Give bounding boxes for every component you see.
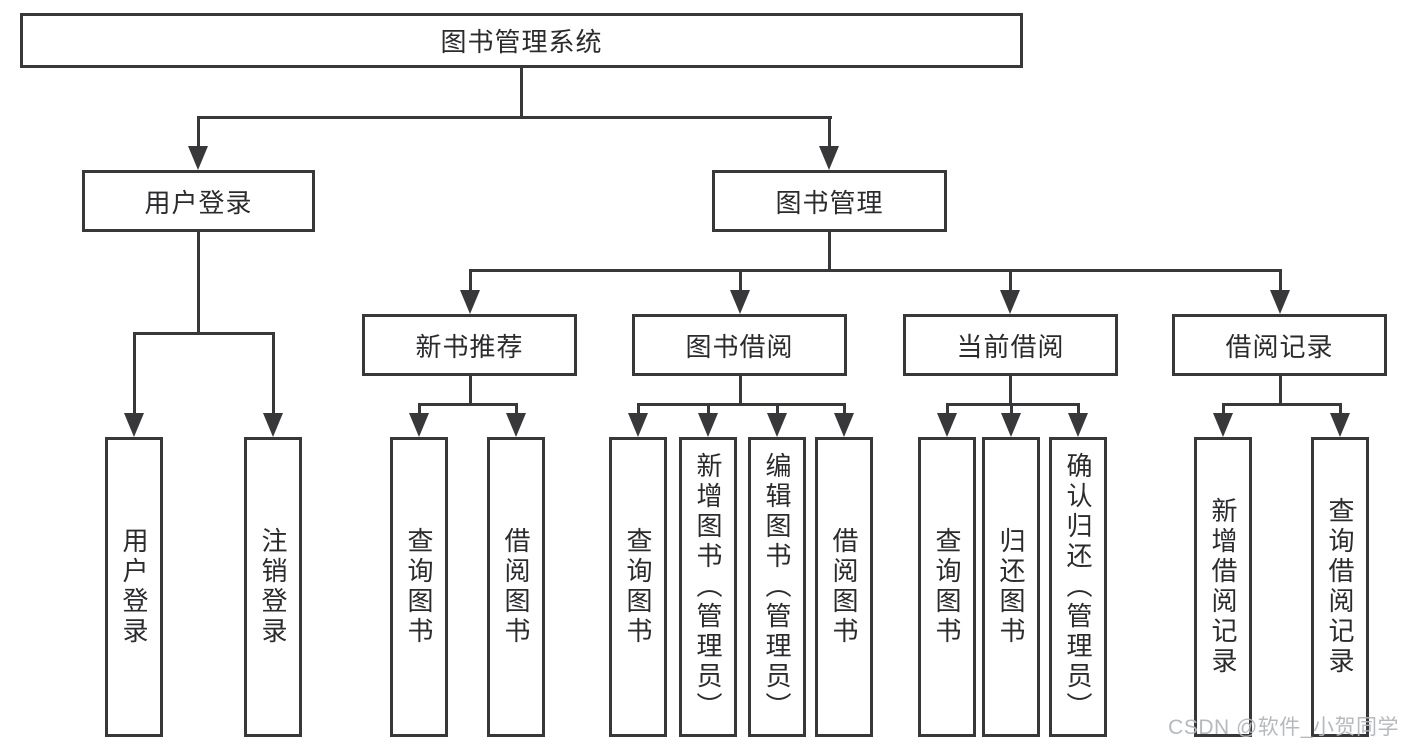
arrow-down-icon [188, 146, 208, 170]
leaf-borrow-books-recommend: 借阅图书 [487, 437, 545, 737]
connector-hline-current-borrowing [946, 403, 1080, 406]
connector-drop-book-management [828, 116, 831, 148]
arrow-down-icon [730, 290, 750, 314]
leaf-logout-login: 注销登录 [244, 437, 302, 737]
connector-drop [515, 403, 518, 417]
arrow-down-icon [819, 146, 839, 170]
connector-stem-user-login [197, 232, 200, 335]
connector-hline-root [197, 116, 832, 119]
leaf-borrow-books-borrowing: 借阅图书 [815, 437, 873, 737]
node-borrowing-records: 借阅记录 [1172, 314, 1387, 376]
arrow-down-icon [834, 413, 854, 437]
connector-drop [843, 403, 846, 417]
node-new-book-recommendation: 新书推荐 [362, 314, 577, 376]
arrow-down-icon [124, 413, 144, 437]
leaf-confirm-return-admin: 确认归还（管理员） [1049, 437, 1107, 737]
node-library-system: 图书管理系统 [20, 13, 1023, 68]
connector-hline-book-management [469, 269, 1282, 272]
node-book-management: 图书管理 [712, 170, 947, 232]
leaf-query-borrow-record: 查询借阅记录 [1311, 437, 1369, 737]
connector-hline-user-login [133, 332, 275, 335]
arrow-down-icon [937, 413, 957, 437]
connector-drop-new-book [469, 269, 472, 293]
watermark: CSDN @软件_小贺同学 [1168, 716, 1399, 739]
connector-drop-user-login [197, 116, 200, 148]
arrow-down-icon [409, 413, 429, 437]
connector-drop-book-borrowing [739, 269, 742, 293]
connector-drop-leaf-user-login [133, 332, 136, 416]
connector-drop [707, 403, 710, 417]
connector-drop-leaf-logout [272, 332, 275, 416]
connector-drop [1222, 403, 1225, 417]
leaf-query-books-current: 查询图书 [918, 437, 976, 737]
connector-stem-new-book [469, 376, 472, 406]
node-current-borrowing: 当前借阅 [903, 314, 1118, 376]
arrow-down-icon [1068, 413, 1088, 437]
leaf-query-books-borrowing: 查询图书 [609, 437, 667, 737]
connector-drop [637, 403, 640, 417]
arrow-down-icon [506, 413, 526, 437]
arrow-down-icon [460, 290, 480, 314]
connector-stem-root [520, 68, 523, 118]
arrow-down-icon [628, 413, 648, 437]
connector-drop [776, 403, 779, 417]
arrow-down-icon [767, 413, 787, 437]
connector-drop [1010, 403, 1013, 417]
connector-drop-borrowing-records [1279, 269, 1282, 293]
arrow-down-icon [1001, 413, 1021, 437]
arrow-down-icon [263, 413, 283, 437]
leaf-query-books-recommend: 查询图书 [390, 437, 448, 737]
leaf-return-books: 归还图书 [982, 437, 1040, 737]
connector-hline-new-book [418, 403, 518, 406]
node-book-borrowing: 图书借阅 [632, 314, 847, 376]
connector-drop [418, 403, 421, 417]
connector-stem-current-borrowing [1009, 376, 1012, 406]
connector-stem-book-borrowing [739, 376, 742, 406]
connector-drop [1339, 403, 1342, 417]
leaf-add-books-admin: 新增图书（管理员） [679, 437, 737, 737]
connector-drop [946, 403, 949, 417]
connector-hline-book-borrowing [637, 403, 846, 406]
arrow-down-icon [698, 413, 718, 437]
connector-stem-book-management [828, 232, 831, 272]
leaf-add-borrow-record: 新增借阅记录 [1194, 437, 1252, 737]
node-user-login: 用户登录 [82, 170, 315, 232]
connector-drop [1077, 403, 1080, 417]
arrow-down-icon [1270, 290, 1290, 314]
connector-stem-borrowing-records [1279, 376, 1282, 406]
leaf-edit-books-admin: 编辑图书（管理员） [748, 437, 806, 737]
arrow-down-icon [1330, 413, 1350, 437]
arrow-down-icon [1213, 413, 1233, 437]
arrow-down-icon [1000, 290, 1020, 314]
leaf-user-login: 用户登录 [105, 437, 163, 737]
connector-hline-borrowing-records [1222, 403, 1342, 406]
connector-drop-current-borrowing [1009, 269, 1012, 293]
